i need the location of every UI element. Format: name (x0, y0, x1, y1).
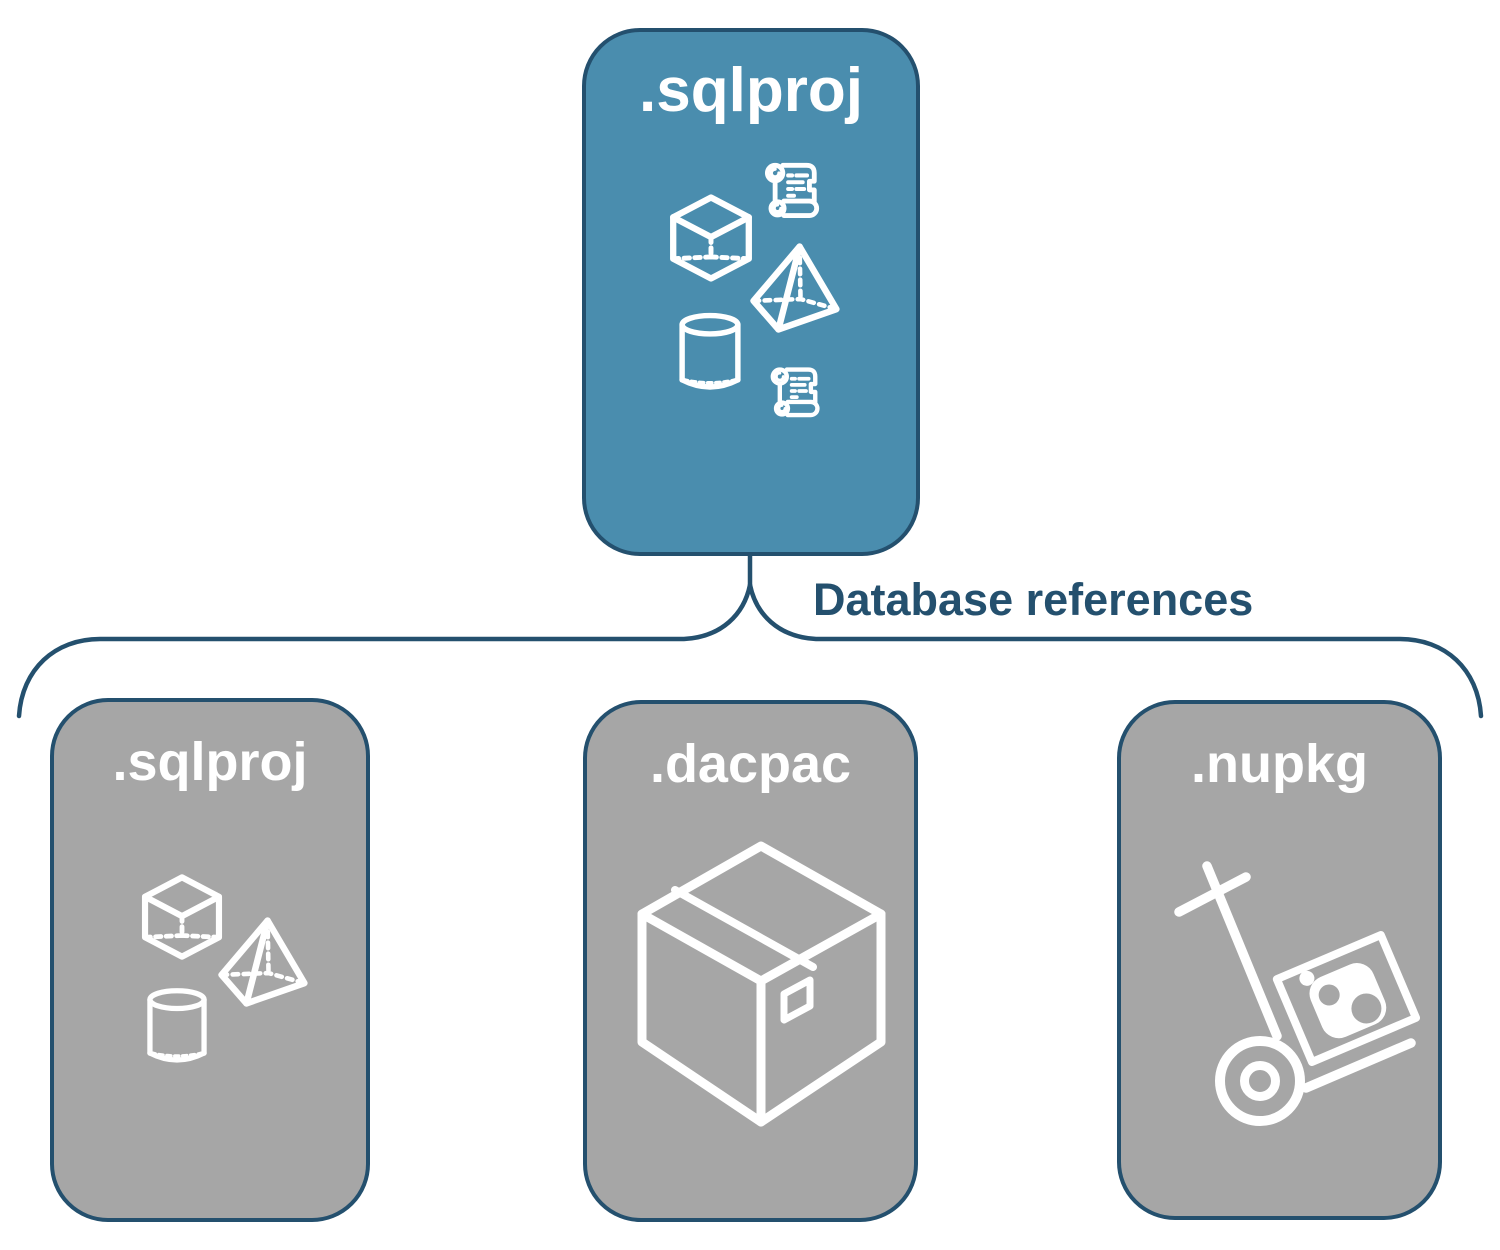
scroll-icon (767, 165, 816, 215)
cube-icon (145, 877, 219, 956)
cube-icon (673, 198, 749, 279)
child-node-nupkg: .nupkg (1117, 700, 1442, 1220)
child-node-title: .sqlproj (112, 732, 308, 792)
nuget-package-box (1272, 931, 1421, 1066)
cylinder-icon (682, 316, 738, 387)
nuget-logo-square (1309, 963, 1387, 1039)
brace-left-curve (16, 582, 753, 719)
hand-truck-handle (1174, 872, 1251, 917)
child-node-sqlproj: .sqlproj (50, 698, 370, 1222)
root-node-sqlproj: .sqlproj (582, 28, 920, 556)
connector-label: Database references (813, 574, 1254, 625)
hand-truck-rail (1202, 861, 1282, 1041)
pyramid-icon (222, 921, 305, 1004)
hand-truck-wheel-hub (1240, 1061, 1280, 1101)
hand-truck-wheel (1215, 1036, 1305, 1126)
child-node-dacpac: .dacpac (583, 700, 918, 1222)
root-node-title: .sqlproj (639, 56, 863, 125)
child-node-title: .nupkg (1191, 734, 1368, 794)
cylinder-icon (150, 991, 204, 1060)
nuget-logo-small-hole (1318, 984, 1340, 1006)
hand-truck-plate (1301, 1038, 1416, 1093)
child-node-title: .dacpac (649, 734, 852, 794)
nuget-logo-large-hole (1351, 993, 1382, 1024)
nuget-logo-dot (1299, 970, 1315, 986)
pyramid-icon (754, 247, 837, 330)
scroll-icon (773, 370, 818, 416)
